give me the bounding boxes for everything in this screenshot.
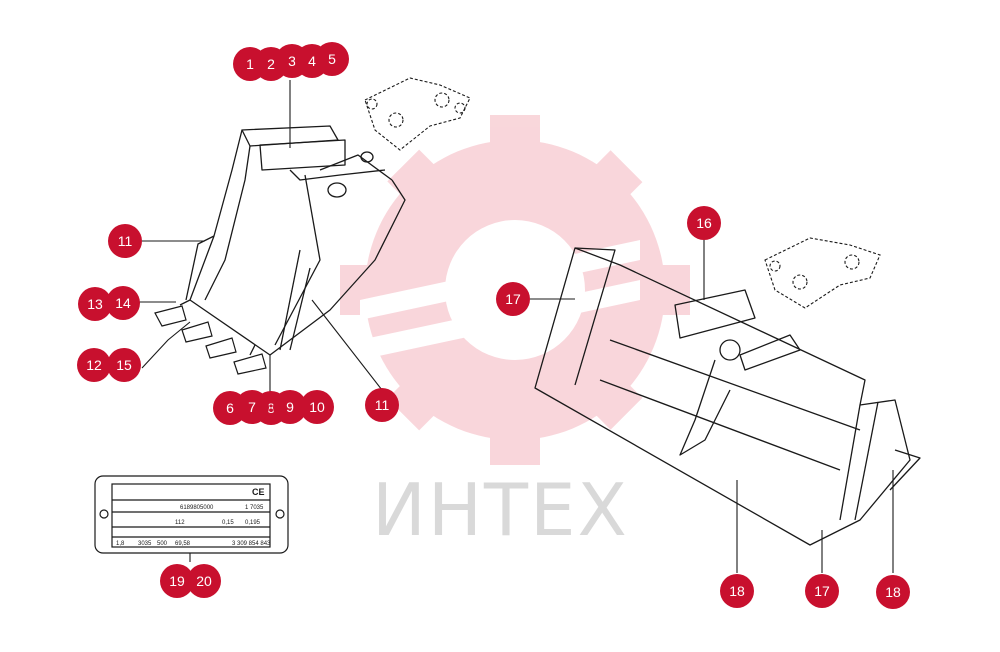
callout-17-lower: 17	[805, 574, 839, 608]
callout-17: 17	[496, 282, 530, 316]
callout-11: 11	[108, 224, 142, 258]
callout-10: 10	[300, 390, 334, 424]
ce-mark: CE	[252, 487, 265, 497]
nameplate-cell: 6189805000	[180, 505, 214, 511]
nameplate-cell: 0,195	[245, 520, 261, 526]
callout-5: 5	[315, 42, 349, 76]
leader-lines	[138, 80, 894, 573]
nameplate-cell: 1,8	[116, 541, 125, 547]
coupler-sketch-right	[764, 237, 881, 309]
callout-18: 18	[720, 574, 754, 608]
nameplate-cell: 1 7035	[245, 505, 264, 511]
nameplate-cell: 3 309 854 843	[232, 541, 271, 547]
nameplate-cell: 112	[175, 520, 185, 526]
callout-16: 16	[687, 206, 721, 240]
nameplate-cell: 69,58	[175, 541, 191, 547]
watermark-logo-text: ИНТЕХ	[372, 468, 629, 552]
coupler-sketch-left	[364, 77, 471, 151]
callout-12: 12	[77, 348, 111, 382]
loader-bucket-drawing	[534, 247, 921, 546]
callout-2: 2	[254, 47, 288, 81]
nameplate	[94, 475, 289, 554]
callout-14: 14	[106, 286, 140, 320]
callout-18-right: 18	[876, 575, 910, 609]
callout-20: 20	[187, 564, 221, 598]
callout-7: 7	[235, 390, 269, 424]
callout-11-right: 11	[365, 388, 399, 422]
nameplate-cell: 3035	[138, 541, 152, 547]
watermark-stripes	[360, 240, 640, 360]
callout-15: 15	[107, 348, 141, 382]
bucket-teeth	[154, 305, 267, 375]
nameplate-cell: 0,15	[222, 520, 234, 526]
nameplate-cell: 500	[157, 541, 168, 547]
